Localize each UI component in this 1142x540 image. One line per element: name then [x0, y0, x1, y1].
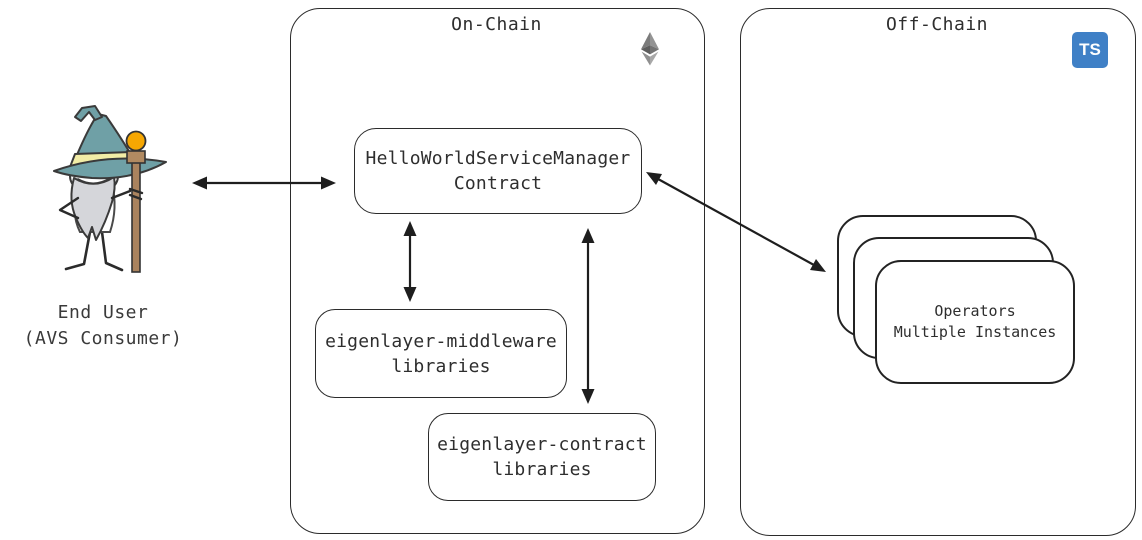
middleware-label-line2: libraries: [391, 355, 491, 377]
end-user-label: End User (AVS Consumer): [13, 300, 193, 352]
operators-box-front: Operators Multiple Instances: [875, 260, 1075, 384]
off-chain-container: [740, 8, 1136, 536]
on-chain-container: [290, 8, 705, 534]
contract-libs-box: eigenlayer-contract libraries: [428, 413, 656, 501]
off-chain-title: Off-Chain: [885, 14, 989, 35]
wizard-legs: [64, 230, 124, 272]
operators-label-line1: Operators: [934, 302, 1016, 320]
middleware-label-line1: eigenlayer-middleware: [325, 330, 557, 352]
service-manager-box: HelloWorldServiceManager Contract: [354, 128, 642, 214]
wizard-hat-brim: [53, 157, 167, 180]
end-user-label-line2: (AVS Consumer): [23, 328, 183, 349]
operators-label-line2: Multiple Instances: [893, 323, 1057, 341]
wizard-staff: [125, 130, 147, 273]
service-manager-label-line2: Contract: [453, 173, 543, 194]
contract-libs-label-line1: eigenlayer-contract: [437, 434, 647, 455]
on-chain-title: On-Chain: [451, 14, 542, 35]
wizard-end-user-figure: [53, 105, 167, 273]
middleware-box: eigenlayer-middleware libraries: [315, 309, 567, 398]
wizard-arms: [58, 187, 144, 220]
wizard-hat-tip: [74, 105, 103, 122]
typescript-icon: TS: [1072, 32, 1108, 68]
service-manager-label-line1: HelloWorldServiceManager: [365, 148, 631, 169]
ts-badge-text: TS: [1079, 40, 1101, 59]
ethereum-icon: [641, 32, 659, 66]
contract-libs-label-line2: libraries: [492, 459, 592, 480]
end-user-label-line1: End User: [57, 302, 149, 323]
